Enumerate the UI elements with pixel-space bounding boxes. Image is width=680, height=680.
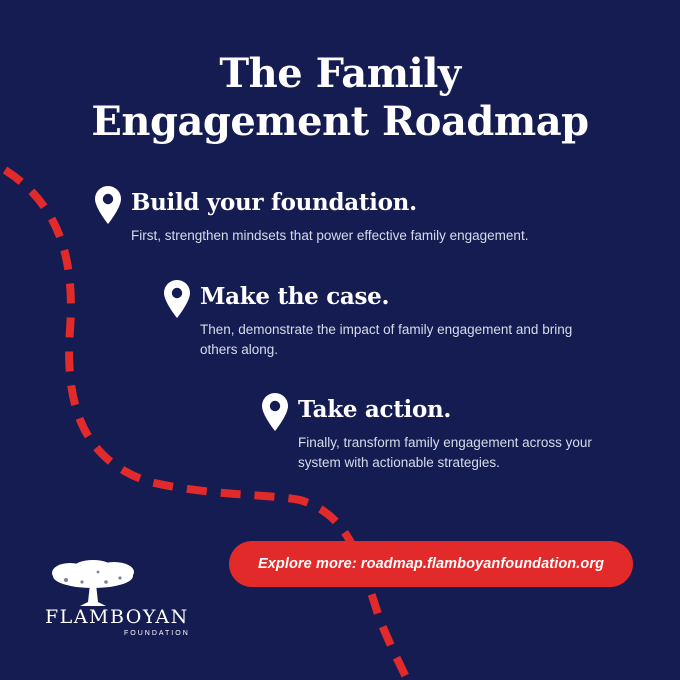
- logo-subtitle: FOUNDATION: [124, 630, 190, 637]
- explore-more-link-button[interactable]: Explore more: roadmap.flamboyanfoundatio…: [229, 541, 633, 587]
- map-pin-icon: [95, 186, 121, 224]
- flamboyan-logo: FLAMBOYAN FOUNDATION: [30, 560, 210, 660]
- step-1-heading: Build your foundation.: [131, 189, 417, 216]
- page-title: The Family Engagement Roadmap: [0, 50, 680, 146]
- tree-icon: [52, 560, 134, 606]
- step-3-description: Finally, transform family engagement acr…: [298, 435, 592, 470]
- step-2-description: Then, demonstrate the impact of family e…: [200, 322, 573, 357]
- map-pin-icon: [262, 393, 288, 431]
- step-3-heading: Take action.: [298, 396, 452, 423]
- map-pin-icon: [164, 280, 190, 318]
- title-line-1: The Family: [219, 50, 461, 97]
- step-2-heading: Make the case.: [200, 283, 390, 310]
- step-1-description: First, strengthen mindsets that power ef…: [131, 228, 529, 243]
- title-line-2: Engagement Roadmap: [91, 98, 589, 145]
- logo-wordmark: FLAMBOYAN: [45, 606, 189, 628]
